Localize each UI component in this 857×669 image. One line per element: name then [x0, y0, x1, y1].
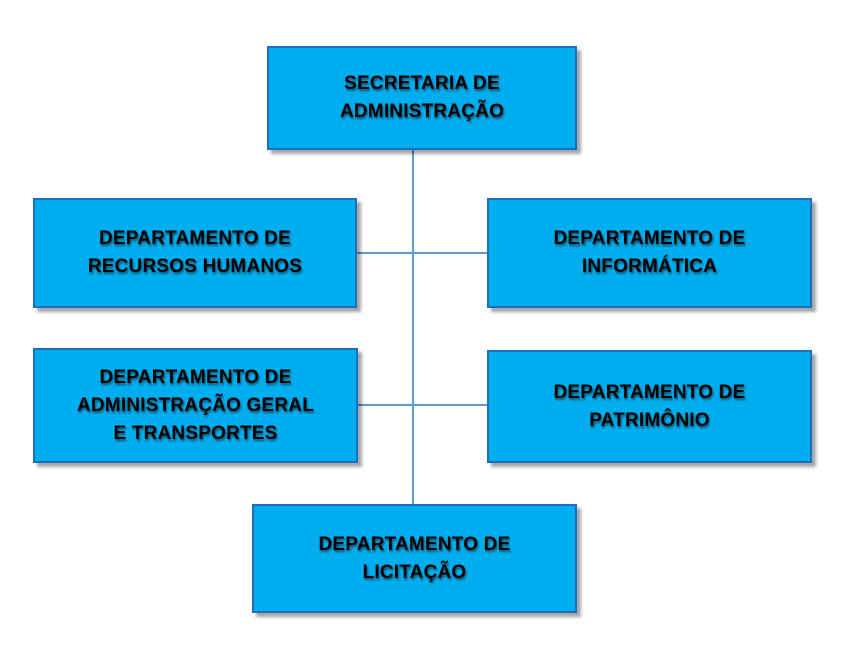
node-label-line: SECRETARIA DE — [344, 73, 500, 94]
node-label-line: DEPARTAMENTO DE — [553, 381, 746, 403]
node-label-line: ADMINISTRAÇÃO GERAL — [76, 394, 315, 416]
org-node-informatica: DEPARTAMENTO DE INFORMÁTICA — [487, 198, 812, 308]
connector-vertical-trunk — [412, 150, 414, 504]
connector-horizontal-lower — [357, 404, 487, 406]
org-node-patrimonio: DEPARTAMENTO DE PATRIMÔNIO — [487, 350, 812, 463]
node-label-line: ADMINISTRAÇÃO — [339, 101, 505, 122]
node-label-line: DEPARTAMENTO DE — [99, 228, 291, 249]
node-label-line: E TRANSPORTES — [113, 422, 278, 444]
node-label-line: PATRIMÔNIO — [589, 409, 710, 431]
node-label-line: DEPARTAMENTO DE — [318, 533, 511, 555]
node-label-line: RECURSOS HUMANOS — [87, 256, 303, 277]
org-node-licitacao: DEPARTAMENTO DE LICITAÇÃO — [252, 504, 577, 613]
org-node-recursos-humanos: DEPARTAMENTO DE RECURSOS HUMANOS — [33, 198, 357, 308]
node-label-line: DEPARTAMENTO DE — [99, 366, 292, 388]
org-node-secretaria-administracao: SECRETARIA DE ADMINISTRAÇÃO — [267, 46, 577, 150]
node-label-line: INFORMÁTICA — [581, 256, 718, 277]
connector-horizontal-upper — [357, 252, 487, 254]
org-node-administracao-geral-transportes: DEPARTAMENTO DE ADMINISTRAÇÃO GERAL E TR… — [33, 348, 358, 463]
node-label-line: LICITAÇÃO — [362, 561, 467, 583]
node-label-line: DEPARTAMENTO DE — [553, 228, 746, 249]
